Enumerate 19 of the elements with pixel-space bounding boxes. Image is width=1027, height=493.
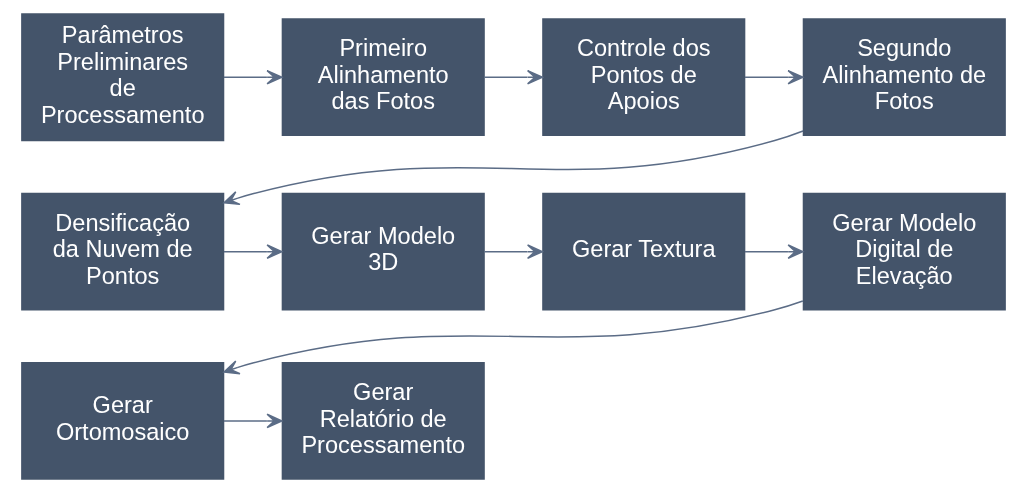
arrow bbox=[223, 300, 804, 375]
node-box: Gerar Modelo 3D bbox=[281, 192, 485, 311]
arrow bbox=[744, 69, 804, 85]
arrow bbox=[223, 69, 283, 85]
arrow bbox=[223, 413, 283, 429]
node-box: Gerar Ortomosaico bbox=[21, 362, 225, 480]
node-box: Parâmetros Preliminares de Processamento bbox=[21, 13, 225, 142]
arrow bbox=[483, 69, 544, 85]
node-box: Gerar Textura bbox=[542, 192, 746, 311]
node-box: Segundo Alinhamento de Fotos bbox=[802, 18, 1006, 137]
arrow bbox=[483, 244, 544, 259]
arrow bbox=[744, 244, 804, 259]
node-box: Densificação da Nuvem de Pontos bbox=[21, 192, 225, 311]
node-box: Controle dos Pontos de Apoios bbox=[542, 18, 746, 137]
node-box: Primeiro Alinhamento das Fotos bbox=[281, 18, 485, 137]
node-box: Gerar Modelo Digital de Elevação bbox=[802, 192, 1006, 311]
arrow bbox=[223, 244, 283, 259]
node-box: Gerar Relatório de Processamento bbox=[281, 362, 485, 480]
arrow bbox=[223, 130, 804, 206]
